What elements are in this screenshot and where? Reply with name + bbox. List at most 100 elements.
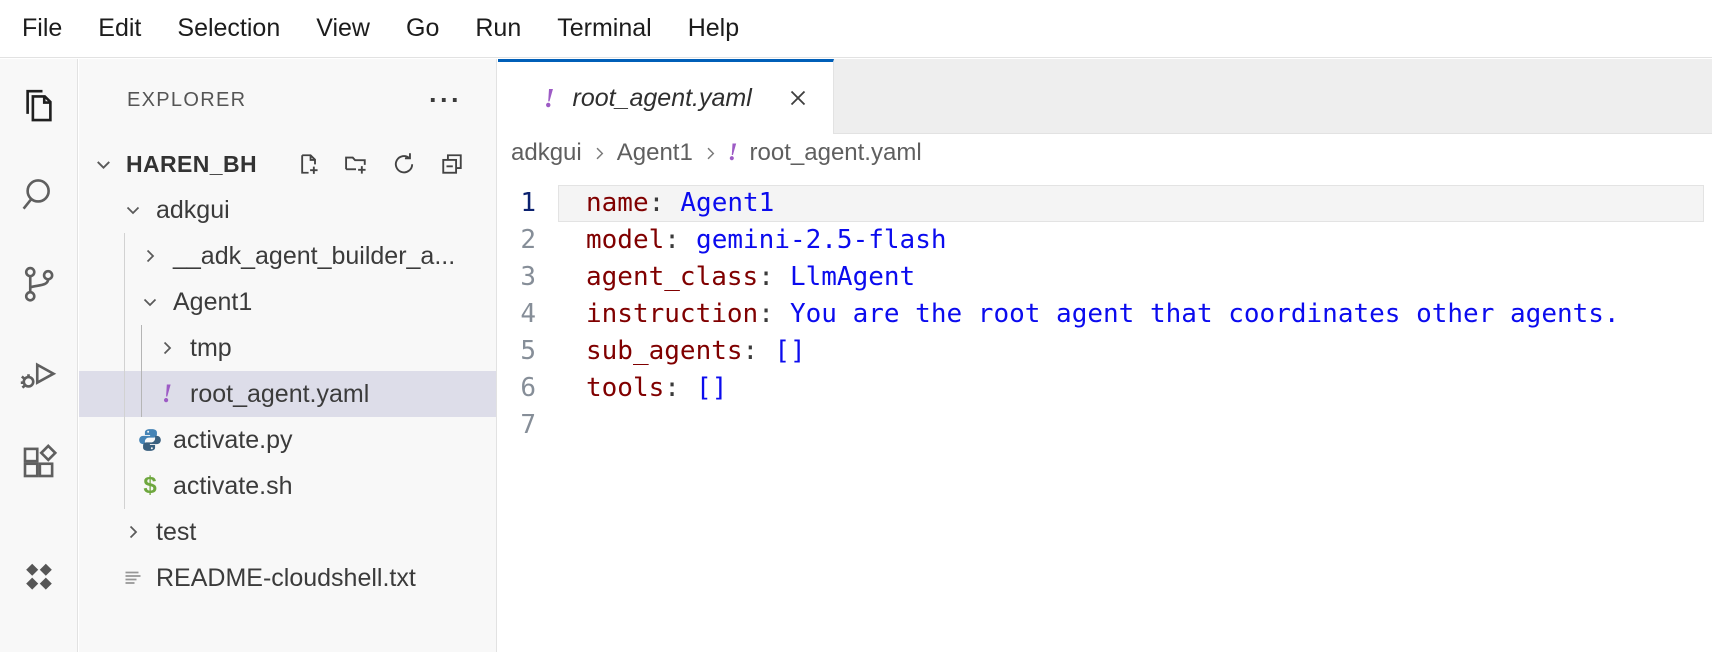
workspace-name: HAREN_BH — [126, 150, 257, 177]
colon: : — [758, 299, 774, 329]
tab-label: root_agent.yaml — [572, 83, 752, 112]
yaml-file-icon: ! — [727, 139, 738, 166]
chevron-down-icon — [89, 150, 117, 178]
yaml-file-icon: ! — [161, 379, 173, 408]
line-number[interactable]: 5 — [520, 336, 536, 366]
new-file-icon[interactable] — [294, 150, 322, 178]
breadcrumb-file-label: root_agent.yaml — [749, 139, 922, 166]
code-line-4[interactable]: 4 instruction: You are the root agent tha… — [498, 296, 1712, 333]
tree-row-root-agent-yaml[interactable]: ! root_agent.yaml — [79, 371, 496, 417]
extensions-icon[interactable] — [18, 441, 60, 483]
explorer-icon[interactable] — [18, 85, 60, 127]
tab-root-agent-yaml[interactable]: ! root_agent.yaml — [498, 59, 834, 134]
file-label: activate.sh — [173, 471, 293, 500]
line-number[interactable]: 2 — [520, 225, 536, 255]
refresh-icon[interactable] — [390, 150, 418, 178]
yaml-value: LlmAgent — [789, 262, 916, 292]
colon: : — [664, 225, 680, 255]
file-label: root_agent.yaml — [190, 379, 370, 408]
code-line-1[interactable]: 1 name: Agent1 — [498, 185, 1712, 222]
yaml-key: sub_agents — [586, 336, 743, 366]
menu-bar: File Edit Selection View Go Run Terminal… — [0, 0, 1712, 58]
file-tree: HAREN_BH — [79, 141, 496, 652]
yaml-key: instruction — [586, 299, 759, 329]
menu-run[interactable]: Run — [475, 14, 522, 42]
chevron-right-icon — [119, 518, 147, 546]
colon: : — [648, 188, 665, 218]
chevron-right-icon — [136, 242, 164, 270]
folder-label: tmp — [190, 333, 232, 362]
menu-go[interactable]: Go — [406, 14, 440, 42]
yaml-key: agent_class — [586, 262, 759, 292]
menu-selection[interactable]: Selection — [177, 14, 281, 42]
more-actions-icon[interactable]: ··· — [429, 85, 462, 115]
breadcrumb-root-agent-yaml[interactable]: ! root_agent.yaml — [728, 139, 922, 167]
colon: : — [664, 373, 680, 403]
editor-group: ! root_agent.yaml adkgui Agent1 ! root_a… — [498, 59, 1712, 652]
file-label: README-cloudshell.txt — [156, 563, 416, 592]
tree-row-readme-cloudshell[interactable]: README-cloudshell.txt — [79, 555, 496, 601]
tree-row-agent1[interactable]: Agent1 — [79, 279, 496, 325]
yaml-value: Agent1 — [680, 188, 775, 218]
menu-help[interactable]: Help — [687, 14, 740, 42]
code-line-6[interactable]: 6 tools:[] — [498, 370, 1712, 407]
sidebar-header: EXPLORER ··· — [79, 59, 496, 141]
menu-terminal[interactable]: Terminal — [557, 14, 652, 42]
yaml-key: name — [586, 188, 649, 218]
breadcrumb-agent1[interactable]: Agent1 — [616, 139, 693, 166]
tree-row-activate-py[interactable]: activate.py — [79, 417, 496, 463]
yaml-key: tools — [586, 373, 665, 403]
colon: : — [742, 336, 759, 366]
tree-row-adkgui[interactable]: adkgui — [79, 187, 496, 233]
line-number[interactable]: 7 — [520, 410, 536, 440]
menu-view[interactable]: View — [316, 14, 370, 42]
tree-row-test[interactable]: test — [79, 509, 496, 555]
tree-row-activate-sh[interactable]: $ activate.sh — [79, 463, 496, 509]
new-folder-icon[interactable] — [342, 150, 370, 178]
collapse-all-icon[interactable] — [438, 150, 466, 178]
activity-bar — [0, 59, 78, 652]
code-editor[interactable]: 1 name:Agent1 2 model:gemini-2.5-flash 3… — [498, 172, 1712, 652]
yaml-file-icon: ! — [544, 82, 555, 113]
code-line-5[interactable]: 5 sub_agents: [] — [498, 333, 1712, 370]
run-and-debug-icon[interactable] — [18, 352, 60, 394]
current-line-highlight — [558, 185, 1704, 222]
source-control-icon[interactable] — [18, 263, 60, 305]
tab-bar: ! root_agent.yaml — [498, 59, 1712, 134]
search-icon[interactable] — [18, 174, 60, 216]
yaml-key: model — [586, 225, 665, 255]
code-line-3[interactable]: 3 agent_class: LlmAgent — [498, 259, 1712, 296]
line-number[interactable]: 1 — [520, 188, 536, 218]
folder-label: Agent1 — [173, 287, 253, 316]
colon: : — [758, 262, 774, 292]
folder-label: __adk_agent_builder_a... — [173, 241, 456, 270]
line-number[interactable]: 3 — [520, 262, 536, 292]
chevron-down-icon — [136, 288, 164, 316]
diamond-grid-icon[interactable] — [20, 558, 58, 596]
tree-row-adk-agent-builder[interactable]: __adk_agent_builder_a... — [79, 233, 496, 279]
chevron-right-icon — [153, 334, 181, 362]
yaml-value: gemini-2.5-flash — [696, 225, 947, 255]
yaml-value: [] — [774, 336, 806, 366]
chevron-down-icon — [119, 196, 147, 224]
file-label: activate.py — [173, 425, 293, 454]
explorer-sidebar: EXPLORER ··· HAREN_BH — [79, 59, 497, 652]
folder-label: test — [156, 517, 197, 546]
code-line-7[interactable]: 7 — [498, 407, 1712, 444]
line-number[interactable]: 4 — [520, 299, 536, 329]
breadcrumb-adkgui[interactable]: adkgui — [511, 139, 582, 166]
workspace-actions — [294, 150, 496, 178]
menu-edit[interactable]: Edit — [98, 14, 142, 42]
tree-row-tmp[interactable]: tmp — [79, 325, 496, 371]
chevron-right-icon — [702, 145, 719, 162]
chevron-right-icon — [591, 145, 608, 162]
text-file-icon — [119, 564, 147, 592]
menu-file[interactable]: File — [22, 14, 63, 42]
sidebar-title: EXPLORER — [127, 88, 247, 111]
yaml-value: You are the root agent that coordinates … — [789, 299, 1620, 329]
line-number[interactable]: 6 — [520, 373, 536, 403]
code-line-2[interactable]: 2 model: gemini-2.5-flash — [498, 222, 1712, 259]
close-icon[interactable] — [785, 85, 811, 111]
python-file-icon — [136, 426, 164, 454]
tree-row-workspace[interactable]: HAREN_BH — [79, 141, 496, 187]
